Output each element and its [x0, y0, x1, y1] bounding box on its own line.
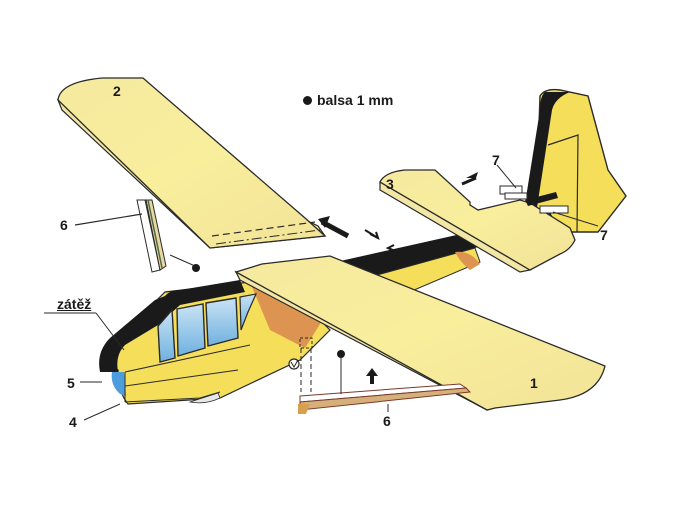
leader-lines — [44, 312, 125, 421]
label-part-4: 4 — [69, 414, 77, 430]
label-part-6-bottom: 6 — [383, 413, 391, 429]
left-wing-panel — [56, 77, 327, 249]
label-part-7-bottom: 7 — [600, 227, 608, 243]
tail-strips — [461, 164, 599, 227]
label-part-7-top: 7 — [492, 152, 500, 168]
label-part-6-left: 6 — [60, 217, 68, 233]
label-part-5: 5 — [67, 375, 75, 391]
vertical-fin — [524, 88, 627, 233]
left-wing-strut — [74, 199, 200, 273]
right-wing-panel — [234, 255, 606, 411]
horizontal-stabilizer — [379, 169, 576, 273]
cabin-windows — [157, 293, 258, 363]
filled-dot-icon — [303, 95, 312, 105]
label-part-1: 1 — [530, 375, 538, 391]
label-ballast: zátěž — [57, 296, 92, 312]
legend-text: balsa 1 mm — [317, 92, 394, 108]
assembly-arrows — [318, 216, 406, 257]
label-part-3: 3 — [386, 176, 394, 192]
label-part-2: 2 — [113, 83, 121, 99]
legend-balsa: balsa 1 mm — [303, 92, 393, 108]
bottom-wing-strut — [298, 350, 472, 414]
